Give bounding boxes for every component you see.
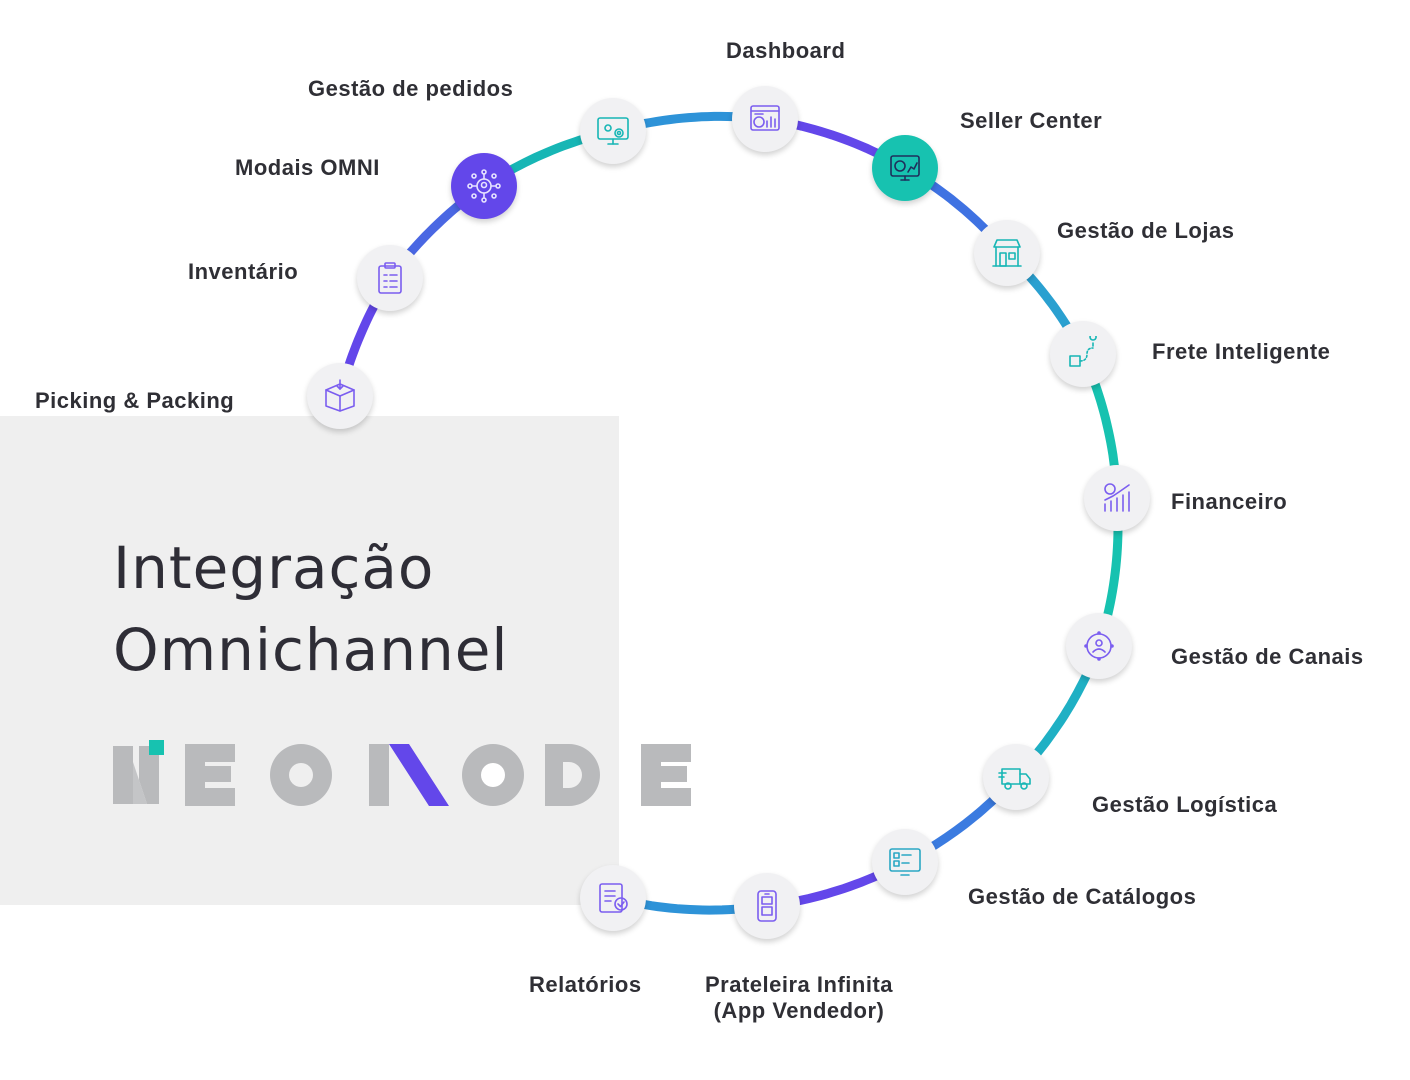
module-label-text: Prateleira Infinita: [705, 972, 894, 997]
module-label-pedidos: Gestão de pedidos: [308, 76, 513, 102]
catalog-monitor-icon: [889, 848, 921, 876]
omni-network-icon: [467, 169, 501, 203]
module-label-text: Dashboard: [726, 38, 846, 63]
module-label-logistica: Gestão Logística: [1092, 792, 1277, 818]
module-node-relatorios[interactable]: [580, 865, 646, 931]
module-node-catalogos[interactable]: [872, 829, 938, 895]
module-label-catalogos: Gestão de Catálogos: [968, 884, 1196, 910]
mobile-app-icon: [757, 890, 777, 922]
title-line-1: Integração: [113, 534, 435, 602]
title-line-2: Omnichannel: [113, 616, 509, 684]
module-label-picking: Picking & Packing: [35, 388, 234, 414]
module-node-seller-center[interactable]: [872, 135, 938, 201]
module-label-frete: Frete Inteligente: [1152, 339, 1330, 365]
box-icon: [325, 379, 355, 412]
title-panel: [0, 416, 619, 905]
module-node-gestao-lojas[interactable]: [974, 220, 1040, 286]
seller-center-icon: [890, 155, 920, 181]
module-label-text: Seller Center: [960, 108, 1103, 133]
module-label-text: Financeiro: [1171, 489, 1288, 514]
module-node-financeiro[interactable]: [1084, 465, 1150, 531]
module-label-text: Picking & Packing: [35, 388, 235, 413]
neomode-logo: [113, 740, 693, 815]
module-label-subtext: (App Vendedor): [713, 998, 885, 1023]
module-node-frete[interactable]: [1050, 321, 1116, 387]
module-node-pedidos[interactable]: [580, 98, 646, 164]
order-settings-icon: [597, 117, 629, 145]
module-label-modais: Modais OMNI: [235, 155, 380, 181]
channels-icon: [1084, 631, 1114, 661]
module-label-financeiro: Financeiro: [1171, 489, 1287, 515]
module-node-inventario[interactable]: [357, 245, 423, 311]
module-label-text: Gestão de Canais: [1171, 644, 1364, 669]
dashboard-icon: [750, 105, 780, 131]
module-label-text: Gestão de Lojas: [1057, 218, 1235, 243]
module-label-dashboard: Dashboard: [726, 38, 845, 64]
module-label-text: Gestão de pedidos: [308, 76, 514, 101]
store-icon: [992, 239, 1022, 267]
module-node-prateleira[interactable]: [734, 873, 800, 939]
module-label-text: Modais OMNI: [235, 155, 380, 180]
page-title: Integração Omnichannel: [113, 527, 509, 691]
truck-icon: [998, 768, 1031, 790]
module-label-gestao-lojas: Gestão de Lojas: [1057, 218, 1234, 244]
module-node-dashboard[interactable]: [732, 86, 798, 152]
module-label-text: Inventário: [188, 259, 299, 284]
module-label-canais: Gestão de Canais: [1171, 644, 1364, 670]
module-label-text: Relatórios: [529, 972, 642, 997]
clipboard-icon: [378, 262, 402, 294]
module-label-inventario: Inventário: [188, 259, 298, 285]
module-node-canais[interactable]: [1066, 613, 1132, 679]
shipping-route-icon: [1069, 336, 1097, 367]
report-icon: [599, 883, 628, 913]
module-label-text: Frete Inteligente: [1152, 339, 1331, 364]
finance-chart-icon: [1104, 483, 1130, 512]
module-node-picking[interactable]: [307, 363, 373, 429]
module-node-modais[interactable]: [451, 153, 517, 219]
module-label-prateleira: Prateleira Infinita(App Vendedor): [705, 972, 893, 1024]
module-label-seller-center: Seller Center: [960, 108, 1102, 134]
module-label-text: Gestão de Catálogos: [968, 884, 1197, 909]
module-label-text: Gestão Logística: [1092, 792, 1278, 817]
module-node-logistica[interactable]: [983, 744, 1049, 810]
module-label-relatorios: Relatórios: [529, 972, 642, 998]
